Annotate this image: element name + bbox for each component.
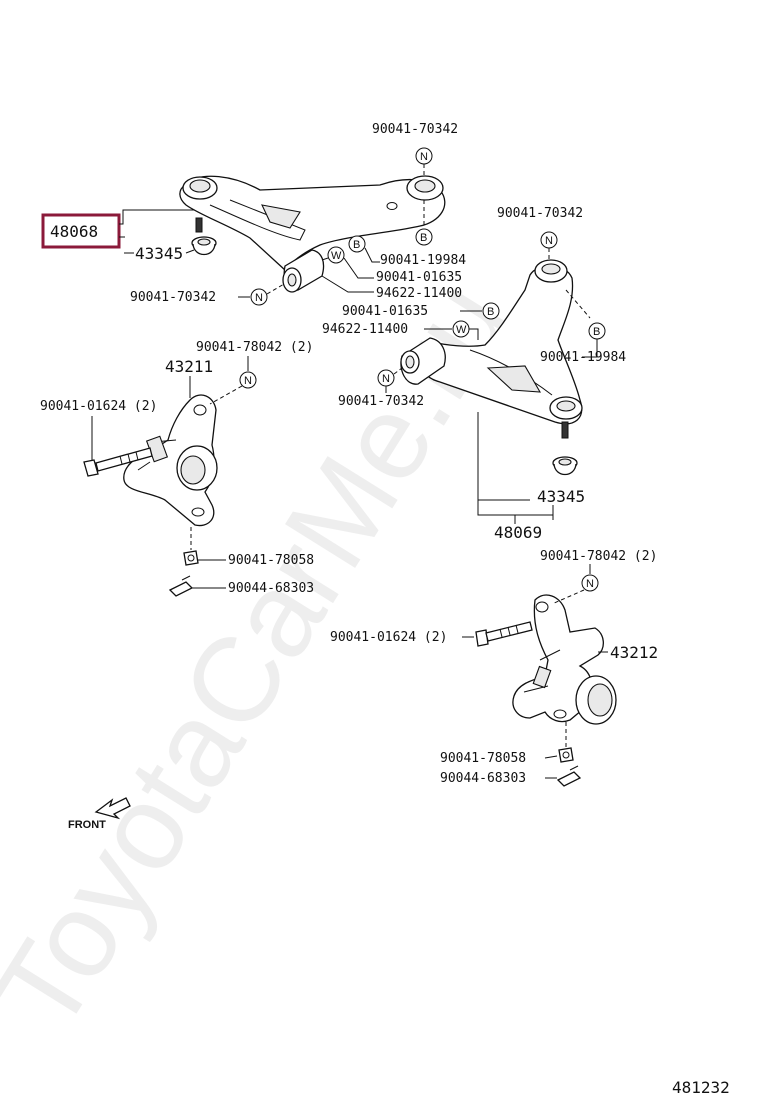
svg-text:N: N: [420, 151, 428, 163]
symbol-B-left-arm: B: [415, 228, 433, 246]
symbol-W-right-bushing: W: [452, 320, 470, 338]
bolt-left[interactable]: [83, 447, 153, 477]
symbol-B-right-bushing: B: [482, 302, 500, 320]
front-label: FRONT: [68, 819, 106, 831]
symbol-B-right-arm: B: [588, 322, 606, 340]
part-label-90041-70342-left[interactable]: 90041-70342: [130, 290, 216, 305]
cotter-pin-right[interactable]: [556, 765, 582, 787]
symbol-W-left-bushing: W: [327, 246, 345, 264]
part-label-90041-78042-right[interactable]: 90041-78042 (2): [540, 549, 657, 564]
leader-48068: [119, 209, 195, 225]
part-label-90044-68303-left[interactable]: 90044-68303: [228, 581, 314, 596]
part-label-43211[interactable]: 43211: [165, 357, 213, 376]
part-label-90041-01635-left[interactable]: 90041-01635: [376, 270, 462, 285]
svg-text:N: N: [382, 373, 390, 385]
part-label-90041-78058-right[interactable]: 90041-78058: [440, 751, 526, 766]
cotter-pin-left[interactable]: [168, 575, 194, 597]
part-label-90041-01635-right[interactable]: 90041-01635: [342, 304, 428, 319]
svg-text:W: W: [331, 250, 342, 262]
part-label-90041-70342-right-top[interactable]: 90041-70342: [497, 206, 583, 221]
part-label-43212[interactable]: 43212: [610, 643, 658, 662]
part-label-48068[interactable]: 48068: [50, 222, 98, 241]
steering-knuckle-right[interactable]: [512, 594, 617, 725]
svg-text:N: N: [545, 235, 553, 247]
symbol-B-left-bushing: B: [348, 235, 366, 253]
symbol-N-left-knuckle: N: [239, 371, 257, 389]
part-label-90041-19984-left[interactable]: 90041-19984: [380, 253, 466, 268]
svg-text:B: B: [420, 232, 427, 244]
svg-text:N: N: [586, 578, 594, 590]
steering-knuckle-left[interactable]: [123, 394, 218, 527]
front-direction-arrow: [94, 797, 131, 820]
selected-part-highlight: [41, 213, 121, 249]
svg-text:W: W: [456, 324, 467, 336]
ball-joint-boot-right[interactable]: [552, 456, 578, 476]
nut-right[interactable]: [558, 747, 574, 763]
part-label-90041-70342-right-bottom[interactable]: 90041-70342: [338, 394, 424, 409]
diagram-id: 481232: [672, 1078, 730, 1097]
svg-text:N: N: [244, 375, 252, 387]
lower-arm-right-drawing[interactable]: [400, 259, 583, 439]
part-label-90041-78042-left[interactable]: 90041-78042 (2): [196, 340, 313, 355]
symbol-N-right-knuckle: N: [581, 574, 599, 592]
svg-text:B: B: [593, 326, 600, 338]
part-label-43345-right[interactable]: 43345: [537, 487, 585, 506]
symbol-N-top: N: [415, 147, 433, 165]
svg-text:N: N: [255, 292, 263, 304]
part-label-90041-78058-left[interactable]: 90041-78058: [228, 553, 314, 568]
nut-left[interactable]: [183, 550, 199, 566]
part-label-90041-01624-right[interactable]: 90041-01624 (2): [330, 630, 447, 645]
bolt-right[interactable]: [475, 621, 533, 647]
part-label-94622-11400-left[interactable]: 94622-11400: [376, 286, 462, 301]
part-label-94622-11400-right[interactable]: 94622-11400: [322, 322, 408, 337]
lower-arm-left-drawing[interactable]: [179, 175, 446, 293]
part-label-90041-19984-right[interactable]: 90041-19984: [540, 350, 626, 365]
part-label-43345-left[interactable]: 43345: [135, 244, 183, 263]
ball-joint-boot-left[interactable]: [191, 236, 217, 256]
part-label-48069[interactable]: 48069: [494, 523, 542, 542]
svg-text:B: B: [487, 306, 494, 318]
symbol-N-left-arm: N: [250, 288, 268, 306]
part-label-90041-01624-left[interactable]: 90041-01624 (2): [40, 399, 157, 414]
svg-text:B: B: [353, 239, 360, 251]
part-label-90044-68303-right[interactable]: 90044-68303: [440, 771, 526, 786]
symbol-N-right-top: N: [540, 231, 558, 249]
symbol-N-right-bottom: N: [377, 369, 395, 387]
part-label-90041-70342-top[interactable]: 90041-70342: [372, 122, 458, 137]
